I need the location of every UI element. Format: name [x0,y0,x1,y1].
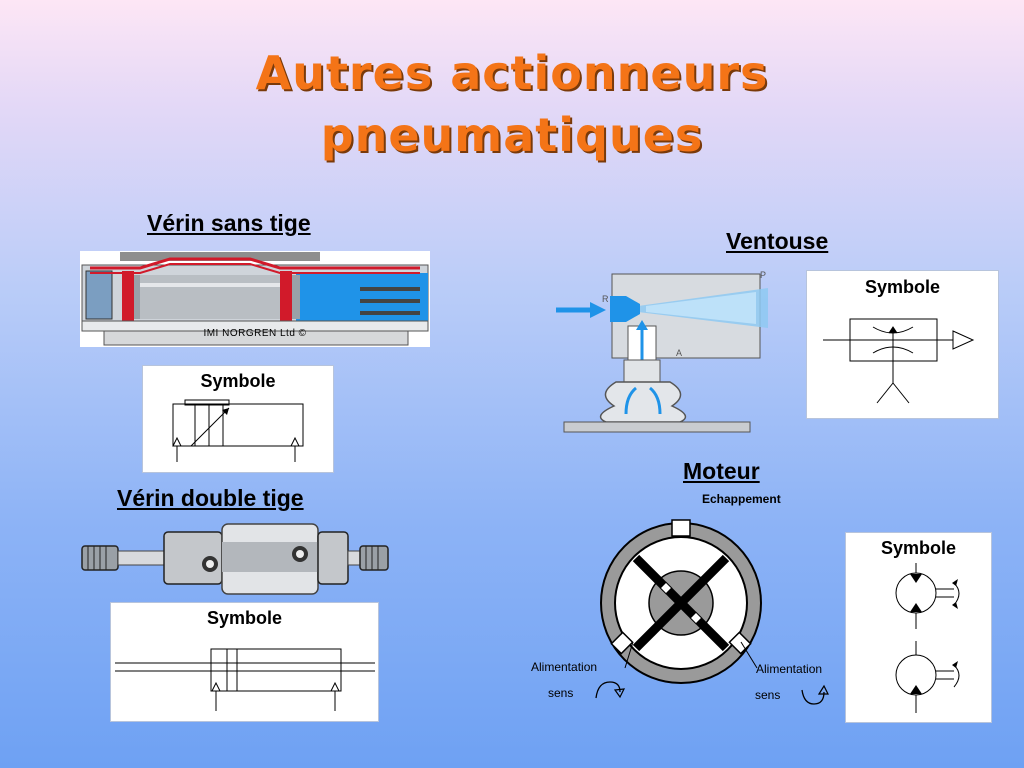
rotation-arrow-ccw-icon [801,684,829,705]
alimentation-right-label: Alimentation [756,662,823,676]
photo-caption: IMI NORGREN Ltd © [203,328,307,339]
heading-ventouse: Ventouse [726,228,829,254]
symbol-panel-moteur: Symbole [845,532,992,723]
heading-verin-double-tige: Vérin double tige [117,485,304,511]
rotation-arrow-cw-icon [595,681,626,699]
symbol-label-moteur: Symbole [880,538,957,558]
title-line-1: Autres actionneurs [255,46,769,100]
alimentation-left-label: Alimentation [531,660,598,674]
alimentation-leader-lines [624,641,758,669]
heading-moteur: Moteur [683,458,760,484]
symbol-label-double-rod: Symbole [206,608,283,628]
port-a-label: A [676,348,683,358]
slide-title: Autres actionneurs pneumatiques [0,42,1024,166]
symbol-label-ventouse: Symbole [864,277,941,297]
port-r-label: R [602,294,609,304]
title-line-2: pneumatiques [320,108,704,162]
rodless-cylinder-photo: IMI NORGREN Ltd © [80,251,430,347]
suction-cup-diagram: P R A [556,266,770,436]
sens-right-label: sens [755,688,781,702]
symbol-panel-ventouse: Symbole [806,270,999,419]
sens-left-label: sens [548,686,574,700]
echappement-label: Echappement [702,492,781,506]
heading-verin-sans-tige: Vérin sans tige [147,210,311,236]
symbol-panel-double-rod: Symbole [110,602,379,722]
port-p-label: P [760,270,767,280]
double-rod-cylinder-photo [80,518,390,598]
vane-motor-diagram [596,518,766,688]
symbol-label-rodless: Symbole [200,371,276,391]
symbol-panel-rodless: Symbole [142,365,334,473]
